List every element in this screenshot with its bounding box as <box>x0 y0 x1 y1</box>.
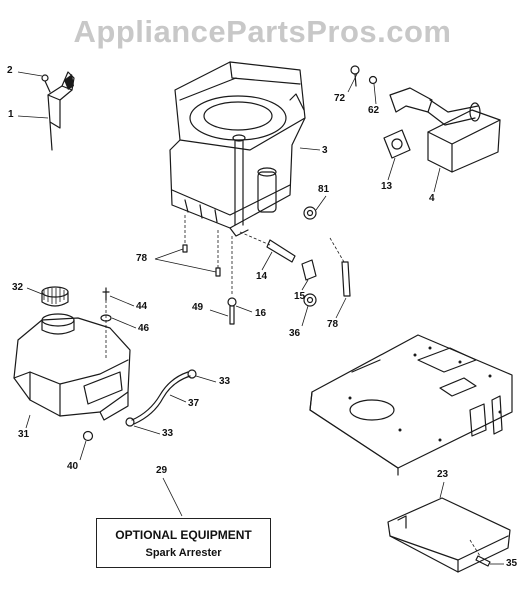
callout-2: 2 <box>7 65 13 76</box>
nut-36-part <box>301 293 317 327</box>
shaft-14-part <box>239 231 296 271</box>
fuel-line-37-part <box>131 371 191 425</box>
callout-49: 49 <box>192 302 204 313</box>
bolt-49-washer-16-part <box>209 236 253 325</box>
hose-clamp-33-lower-part <box>125 417 161 435</box>
callout-78-left: 78 <box>136 253 148 264</box>
fuel-cap-part <box>26 286 69 307</box>
muffler-gasket-part <box>383 129 411 181</box>
optional-equipment-box: OPTIONAL EQUIPMENT Spark Arrester <box>96 518 271 568</box>
hose-clamp-33-upper-part <box>187 369 217 383</box>
engine-part <box>169 61 321 237</box>
stud-78-parts <box>154 215 221 277</box>
screw-44-clip-46-part <box>100 287 137 360</box>
callout-78-right: 78 <box>327 319 339 330</box>
callout-44: 44 <box>136 301 148 312</box>
callout-29: 29 <box>156 465 168 476</box>
nut-81-part <box>303 195 327 220</box>
callout-16: 16 <box>255 308 267 319</box>
callout-13: 13 <box>381 181 393 192</box>
optional-equipment-title: OPTIONAL EQUIPMENT <box>115 528 252 542</box>
throttle-control-part <box>17 71 75 151</box>
callout-33-upper: 33 <box>219 376 231 387</box>
fuel-tank-part <box>13 313 131 429</box>
optional-equipment-subtitle: Spark Arrester <box>145 547 222 559</box>
callout-14: 14 <box>256 271 268 282</box>
callout-46: 46 <box>138 323 150 334</box>
callout-4: 4 <box>429 193 435 204</box>
callout-37: 37 <box>188 398 200 409</box>
callout-36: 36 <box>289 328 301 339</box>
engine-mounting-frame <box>309 334 513 476</box>
callout-81: 81 <box>318 184 330 195</box>
spacer-15-part <box>301 259 317 291</box>
callout-40: 40 <box>67 461 79 472</box>
callout-33-lower: 33 <box>162 428 174 439</box>
spark-arrester-plate-part <box>387 481 511 573</box>
callout-15: 15 <box>294 291 306 302</box>
nut-40-part <box>79 430 94 461</box>
callout-3: 3 <box>322 145 328 156</box>
bolt-72-washer-62-part <box>347 65 378 105</box>
bolt-78-part <box>329 237 351 319</box>
muffler-part <box>389 87 501 193</box>
callout-35: 35 <box>506 558 518 569</box>
leader-29 <box>162 477 183 517</box>
callout-72: 72 <box>334 93 346 104</box>
callout-1: 1 <box>8 109 14 120</box>
callout-23: 23 <box>437 469 449 480</box>
callout-31: 31 <box>18 429 30 440</box>
callout-62: 62 <box>368 105 380 116</box>
watermark: AppliancePartsPros.com <box>73 14 452 49</box>
screw-35-part <box>469 539 504 567</box>
callout-32: 32 <box>12 282 24 293</box>
